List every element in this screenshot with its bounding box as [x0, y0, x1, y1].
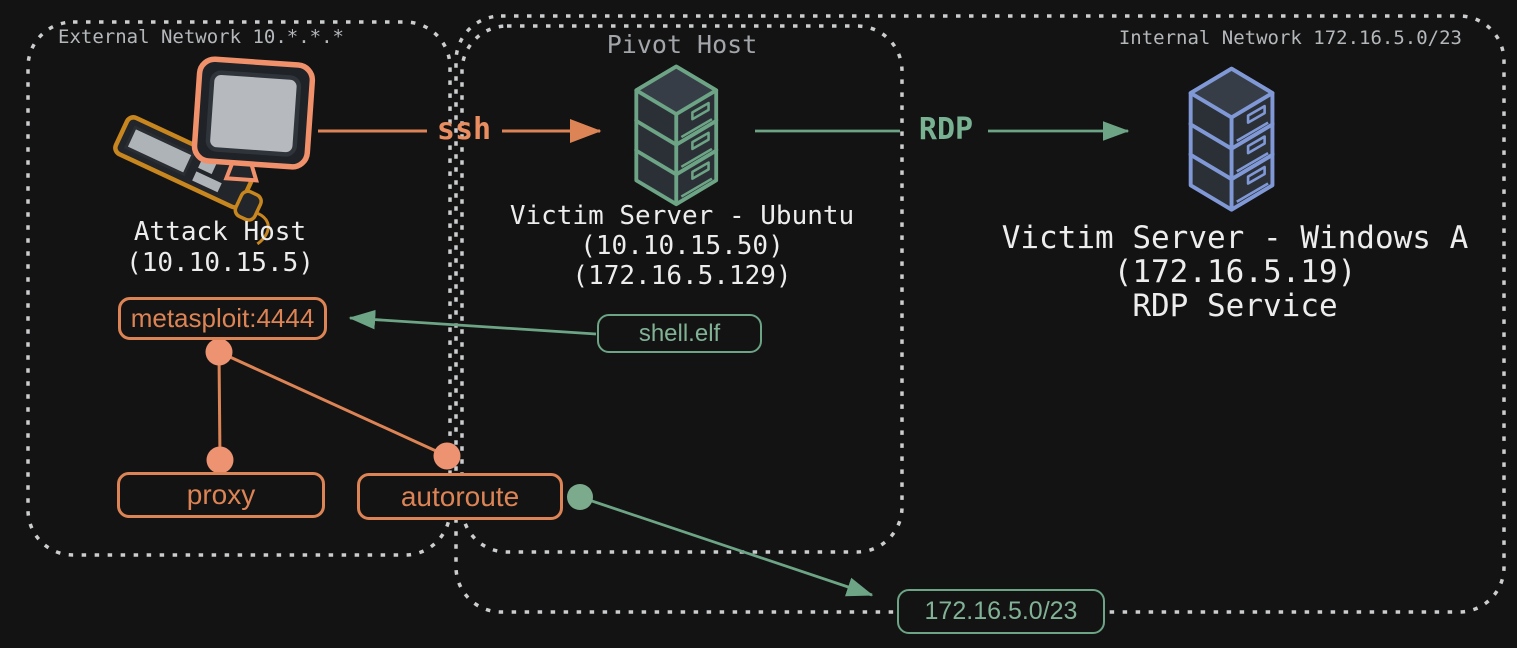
subnet-connector-dot	[567, 484, 593, 510]
autoroute-to-subnet-arrow	[579, 495, 874, 597]
autoroute-connector-dot	[433, 442, 461, 470]
ubuntu-server-caption: Victim Server - Ubuntu (10.10.15.50) (17…	[492, 201, 872, 291]
internal-network-label: Internal Network 172.16.5.0/23	[1118, 27, 1462, 49]
metasploit-connector-dot	[205, 338, 233, 366]
metasploit-listener-node: metasploit:4444	[118, 297, 327, 340]
windows-server-service: RDP Service	[1132, 288, 1338, 324]
external-network-box	[26, 20, 452, 557]
autoroute-node: autoroute	[357, 473, 563, 520]
shell-to-metasploit-arrow	[348, 309, 597, 336]
proxy-node: proxy	[117, 472, 325, 518]
attack-host-icon	[113, 56, 316, 246]
ssh-connection-label: ssh	[436, 112, 492, 147]
windows-server-caption: Victim Server - Windows A (172.16.5.19) …	[965, 221, 1505, 323]
external-network-label: External Network 10.*.*.*	[58, 26, 344, 48]
mouse-icon	[233, 189, 263, 222]
ubuntu-server-ip-internal: (172.16.5.129)	[572, 261, 792, 291]
windows-server-name: Victim Server - Windows A	[1001, 220, 1469, 256]
rdp-connection-label: RDP	[918, 112, 974, 147]
subnet-node: 172.16.5.0/23	[897, 589, 1105, 634]
metasploit-connector-lines	[217, 350, 448, 461]
attack-host-ip: (10.10.15.5)	[126, 248, 314, 278]
pivot-host-box	[460, 24, 904, 554]
monitor-icon	[191, 56, 316, 183]
ubuntu-server-stack-icon	[636, 67, 716, 205]
ubuntu-server-name: Victim Server - Ubuntu	[509, 201, 855, 231]
pivot-host-label: Pivot Host	[606, 30, 758, 59]
windows-server-stack-icon	[1191, 69, 1273, 210]
attack-host-caption: Attack Host (10.10.15.5)	[100, 217, 340, 279]
attack-host-name: Attack Host	[133, 217, 307, 247]
shell-elf-node: shell.elf	[597, 314, 762, 353]
proxy-connector-dot	[206, 446, 234, 474]
windows-server-ip: (172.16.5.19)	[1113, 254, 1357, 290]
ubuntu-server-ip-external: (10.10.15.50)	[580, 231, 784, 261]
